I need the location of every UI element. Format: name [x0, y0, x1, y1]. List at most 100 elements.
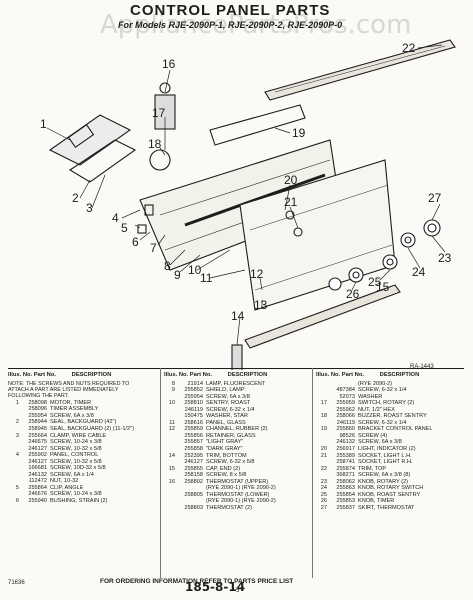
part-description: "DARK GRAY"	[206, 446, 243, 453]
part-number: 258944	[28, 419, 47, 426]
top-trim-part	[264, 39, 456, 101]
part-description: SCREW, 6-32 x 1/4	[206, 406, 255, 413]
bushing-part	[137, 224, 147, 234]
part-description: LAMP, FLUORESCENT	[206, 380, 266, 387]
illus-number: 5	[15, 484, 19, 491]
callout-16: 16	[162, 57, 176, 71]
part-description: SCREW, 6A x 3/8 (8)	[358, 472, 411, 479]
column-header: Illus. No. Part No. DESCRIPTION	[316, 372, 466, 379]
part-number: 255902	[28, 452, 47, 459]
part-number: 246127	[184, 459, 203, 466]
illus-number: 2	[15, 419, 19, 426]
callout-15: 15	[376, 280, 390, 294]
part-number: 255860	[336, 426, 355, 433]
part-description: NUT, 1/2" HEX	[358, 406, 395, 413]
part-number: 255853	[336, 498, 355, 505]
table-note: NOTE: THE SCREWS AND NUTS REQUIRED TO AT…	[8, 380, 130, 400]
part-description: CAP, END (2)	[206, 465, 241, 472]
part-number: 166681	[28, 465, 47, 472]
callout-7: 7	[150, 241, 157, 255]
illus-number: 14	[168, 452, 175, 459]
part-description: (RYE 2090-1) (RYE 2090-2)	[206, 485, 276, 492]
part-description: WASHER, STAR	[206, 413, 248, 420]
part-number: 255389	[336, 452, 355, 459]
callout-11: 11	[200, 271, 213, 285]
illus-number: 25	[320, 491, 327, 498]
part-number: 255858	[184, 446, 203, 453]
timer-assembly-part	[48, 114, 132, 166]
exploded-parts-diagram: 1 2 3 4 5 6 7 8 9 10 11 12 13 14 15 16 1…	[40, 39, 456, 370]
part-row: (RYE 2090-1) (RYE 2090-2)	[164, 498, 310, 505]
part-description: SOCKET, LIGHT R.H.	[358, 459, 413, 466]
callout-1: 1	[40, 117, 47, 131]
illus-number	[164, 505, 179, 512]
knob-part	[423, 219, 441, 237]
part-number: 246127	[28, 445, 47, 452]
part-description: SCREW (4)	[358, 432, 388, 439]
part-number: 258616	[184, 419, 203, 426]
part-row: 255858"DARK GRAY"	[164, 446, 310, 453]
part-number: 255940	[28, 497, 47, 504]
part-description: SEAL, BACKGUARD (42")	[50, 419, 117, 426]
part-description: SCREW, 6A x 3/8	[206, 393, 250, 400]
callout-5: 5	[121, 221, 128, 235]
part-number: 255954	[28, 412, 47, 419]
part-description: TIMER ASSEMBLY	[50, 406, 99, 413]
part-description: SOCKET, LIGHT L.H.	[358, 452, 412, 459]
part-description: SCREW, 6A x 1/4	[50, 471, 94, 478]
illus-number: 23	[320, 478, 327, 485]
part-number: 258805	[184, 491, 203, 498]
callout-8: 8	[164, 259, 171, 273]
header-part-no: Part No.	[189, 372, 213, 378]
illus-number: 4	[15, 452, 19, 459]
table-top-rule	[8, 368, 464, 369]
illus-number: 12	[168, 426, 175, 433]
part-number: 258945	[28, 425, 47, 432]
part-description: BRACKET CONTROL PANEL	[358, 426, 433, 433]
part-description: TRIM, TOP	[358, 465, 387, 472]
end-cap-part	[231, 344, 243, 370]
callout-2: 2	[72, 191, 79, 205]
part-description: SCREW, 6A x 3/8	[50, 412, 94, 419]
part-number: 246132	[336, 439, 355, 446]
illus-number: 21	[320, 452, 327, 459]
part-description: THERMOSTAT (UPPER)	[206, 478, 269, 485]
part-description: SCREW, 6A x 3/8	[358, 439, 402, 446]
part-description: SCREW, 10D-32 x 5/8	[50, 465, 106, 472]
part-number: 258802	[184, 478, 203, 485]
part-description: MOTOR, TIMER	[50, 399, 92, 406]
indicator-light-part	[285, 210, 295, 220]
illus-number: 6	[15, 497, 19, 504]
column-divider	[160, 368, 161, 578]
part-number: 255856	[184, 432, 203, 439]
part-number: 258096	[28, 406, 47, 413]
callout-23: 23	[438, 251, 452, 265]
part-number: 150475	[184, 413, 203, 420]
part-number: 255864	[28, 484, 47, 491]
illus-number: 9	[171, 387, 175, 394]
part-description: CLAMP, WIRE CABLE	[50, 432, 107, 439]
callout-13: 13	[254, 298, 268, 312]
